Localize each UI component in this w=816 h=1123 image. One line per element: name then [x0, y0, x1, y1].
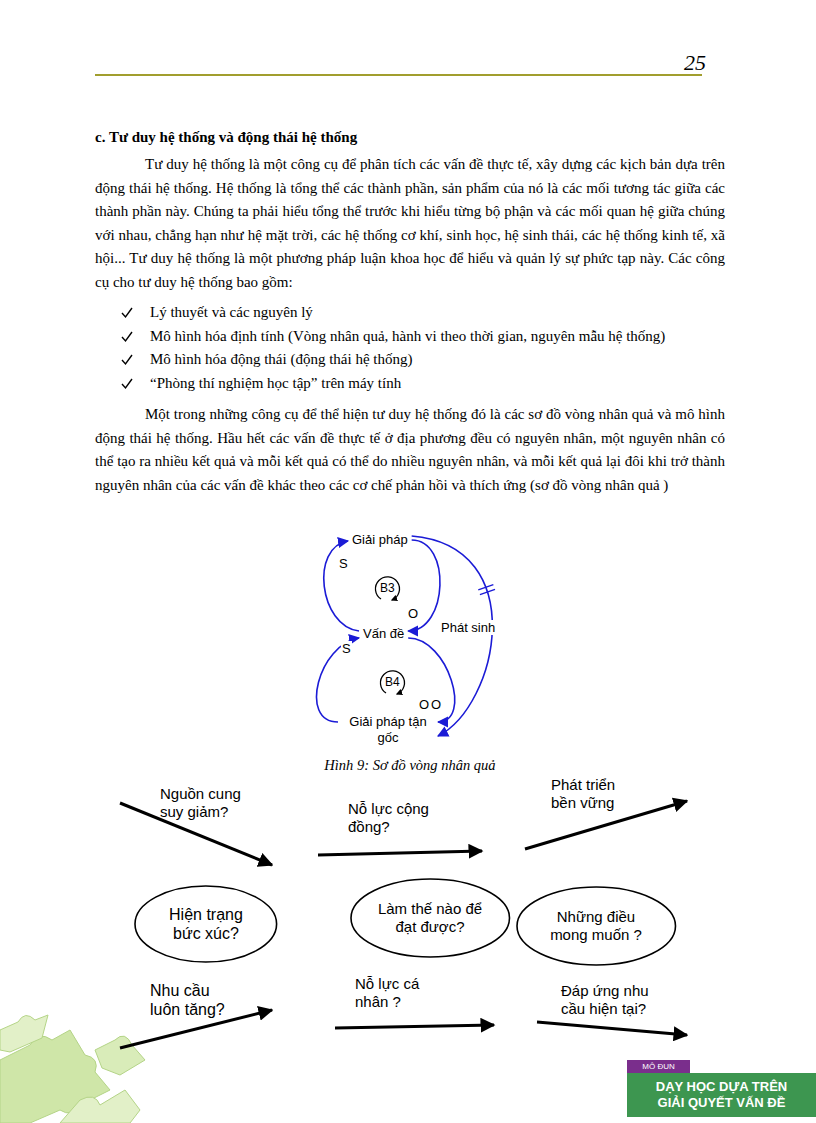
check-mark — [121, 378, 133, 390]
bullet-item: Lý thuyết và các nguyên lý — [95, 301, 725, 325]
label-box: MÔ ĐUN — [627, 1060, 690, 1074]
link-label: S — [338, 556, 349, 571]
loop-symbol — [380, 671, 404, 694]
loop-variable: Giải pháp tận gốc — [340, 714, 436, 746]
check-mark — [121, 331, 133, 343]
check-stroke — [122, 355, 132, 364]
arrow-label: Phát triển bền vững — [551, 776, 633, 812]
delay-mark — [480, 589, 495, 594]
page-number: 25 — [684, 50, 706, 76]
ellipse-node: Làm thế nào để đạt được? — [350, 878, 511, 958]
ellipse-outline — [134, 885, 278, 963]
paragraph: Tư duy hệ thống là một công cụ để phân t… — [95, 153, 725, 294]
bullet-text: “Phòng thí nghiệm học tập” trên máy tính — [150, 375, 401, 391]
label-box: DẠY HỌC DỰA TRÊN GIẢI QUYẾT VẤN ĐỀ — [627, 1073, 816, 1117]
link-label: Phát sinh — [440, 620, 496, 635]
causal-link — [324, 541, 359, 631]
check-mark — [121, 307, 133, 319]
check-stroke — [122, 332, 132, 341]
ellipse-node: Những điều mong muốn ? — [516, 886, 677, 966]
bullet-text: Mô hình hóa động thái (động thái hệ thốn… — [150, 351, 412, 367]
causal-link — [408, 638, 455, 722]
text-column: c. Tư duy hệ thống và động thái hệ thống… — [95, 127, 725, 497]
bullet-item: “Phòng thí nghiệm học tập” trên máy tính — [95, 372, 725, 396]
bullet-text: Lý thuyết và các nguyên lý — [150, 304, 313, 320]
causal-link — [412, 536, 493, 736]
link-label: S — [341, 641, 352, 656]
check-stroke — [122, 379, 132, 388]
bullet-item: Mô hình hóa động thái (động thái hệ thốn… — [95, 348, 725, 372]
bullet-text: Mô hình hóa định tính (Vòng nhân quả, hà… — [150, 328, 665, 344]
node-text: Giải pháp — [352, 532, 408, 548]
ellipse-shape — [517, 887, 676, 965]
node-text: Những điều mong muốn ? — [544, 908, 649, 944]
link-label: O — [418, 697, 430, 712]
node-text: Làm thế nào để đạt được? — [378, 900, 483, 936]
loop-label: O — [431, 697, 441, 713]
figure-caption: Hình 9: Sơ đồ vòng nhân quả — [240, 757, 580, 774]
node-text: Giải pháp tận gốc — [342, 714, 434, 746]
check-mark — [121, 354, 133, 366]
link-label: O — [407, 606, 419, 621]
ellipse-node: Hiện trạng bức xúc? — [134, 885, 278, 963]
causal-link — [317, 638, 359, 722]
ellipse-shape — [135, 886, 277, 962]
check-stroke — [122, 308, 132, 317]
node-text: DẠY HỌC DỰA TRÊN GIẢI QUYẾT VẤN ĐỀ — [646, 1079, 798, 1111]
node-text: MÔ ĐUN — [642, 1062, 674, 1072]
arrow-label: Đáp ứng nhu cầu hiện tại? — [561, 982, 659, 1018]
section-heading: c. Tư duy hệ thống và động thái hệ thống — [95, 127, 725, 147]
bullet-list: Lý thuyết và các nguyên lý Mô hình hóa đị… — [95, 301, 725, 395]
loop-label: B4 — [385, 675, 400, 689]
loop-symbol — [375, 577, 399, 600]
arrow-label: Nỗ lực cá nhân ? — [355, 975, 431, 1011]
arrow-label: Nhu cầu luôn tăng? — [150, 981, 232, 1019]
paragraph: Một trong những công cụ để thể hiện tư d… — [95, 403, 725, 497]
delay-mark — [478, 585, 493, 590]
arrow-label: Nỗ lực cộng đồng? — [348, 800, 444, 836]
node-text: Vấn đề — [363, 626, 404, 642]
loop-variable: Giải pháp — [350, 532, 410, 548]
node-text: Hiện trạng bức xúc? — [160, 905, 252, 943]
arrow-label: Nguồn cung suy giảm? — [160, 785, 252, 821]
flow-arrows — [120, 801, 687, 1048]
loop-label: B3 — [380, 581, 395, 595]
bullet-item: Mô hình hóa định tính (Vòng nhân quả, hà… — [95, 325, 725, 349]
header-rule — [95, 74, 702, 76]
ellipse-shape — [351, 879, 510, 957]
loop-variable: Vấn đề — [361, 626, 406, 642]
